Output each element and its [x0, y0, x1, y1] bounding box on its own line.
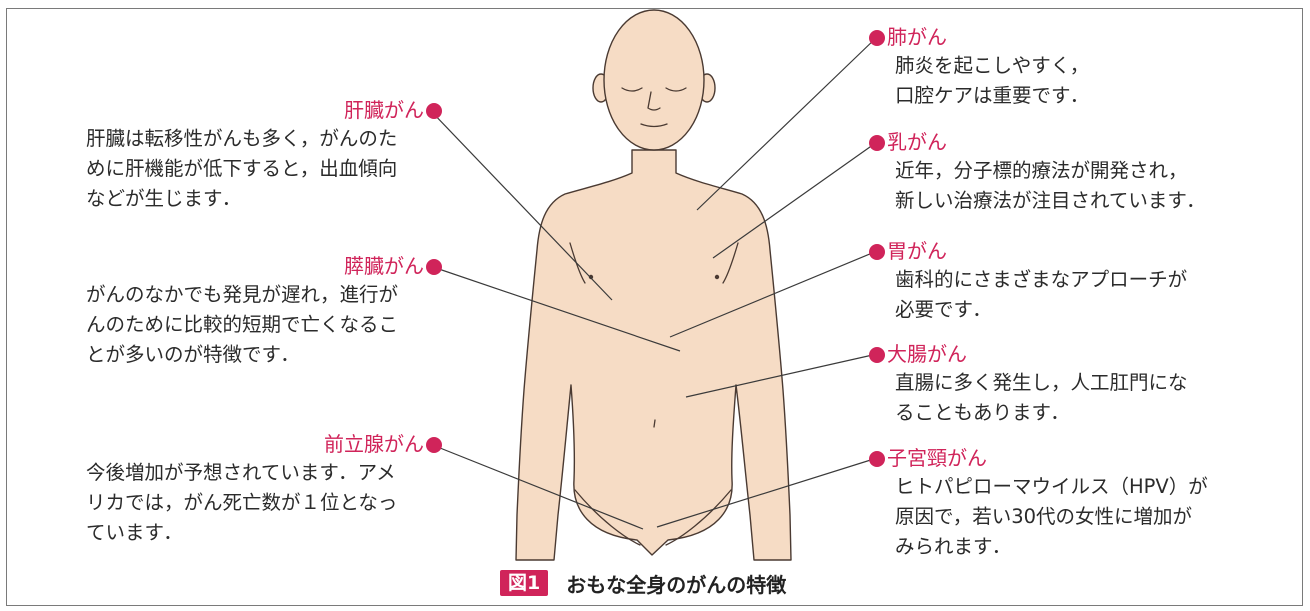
label-title: 大腸がん — [869, 340, 1289, 368]
head — [604, 10, 704, 150]
label-title: 肺がん — [869, 23, 1289, 51]
label-colon: 大腸がん 直腸に多く発生し，人工肛門にな ることもあります． — [869, 340, 1289, 428]
label-title: 胃がん — [869, 237, 1289, 265]
label-prostate: 前立腺がん 今後増加が予想されています．アメ リカでは，がん死亡数が１位となっ … — [86, 430, 442, 548]
label-title: 子宮頸がん — [869, 444, 1289, 472]
figure-title: おもな全身のがんの特徴 — [566, 569, 786, 598]
label-description: 近年，分子標的療法が開発され， 新しい治療法が注目されています． — [869, 156, 1289, 216]
marker-dot — [426, 103, 442, 119]
marker-dot — [426, 437, 442, 453]
marker-dot — [426, 259, 442, 275]
label-title: 乳がん — [869, 128, 1289, 156]
label-description: 歯科的にさまざまなアプローチが 必要です． — [869, 265, 1289, 325]
marker-dot — [869, 30, 885, 46]
label-description: がんのなかでも発見が遅れ，進行が んのために比較的短期で亡くなるこ とが多いのが… — [86, 280, 442, 370]
label-lung: 肺がん 肺炎を起こしやすく， 口腔ケアは重要です． — [869, 23, 1289, 111]
label-cervix: 子宮頸がん ヒトパピローマウイルス（HPV）が 原因で，若い30代の女性に増加が… — [869, 444, 1289, 562]
label-stomach: 胃がん 歯科的にさまざまなアプローチが 必要です． — [869, 237, 1289, 325]
marker-dot — [869, 347, 885, 363]
label-description: 肝臓は転移性がんも多く，がんのた めに肝機能が低下すると，出血傾向 などが生じま… — [86, 124, 442, 214]
label-title: 前立腺がん — [86, 430, 442, 458]
label-description: 今後増加が予想されています．アメ リカでは，がん死亡数が１位となっ ています． — [86, 458, 442, 548]
marker-dot — [869, 135, 885, 151]
label-title: 肝臓がん — [86, 96, 442, 124]
figure-caption: 図1 おもな全身のがんの特徴 — [500, 568, 786, 598]
label-description: ヒトパピローマウイルス（HPV）が 原因で，若い30代の女性に増加が みられます… — [869, 472, 1289, 562]
label-pancreas: 膵臓がん がんのなかでも発見が遅れ，進行が んのために比較的短期で亡くなるこ と… — [86, 252, 442, 370]
right-nipple — [715, 275, 719, 279]
label-liver: 肝臓がん 肝臓は転移性がんも多く，がんのた めに肝機能が低下すると，出血傾向 な… — [86, 96, 442, 214]
label-breast: 乳がん 近年，分子標的療法が開発され， 新しい治療法が注目されています． — [869, 128, 1289, 216]
label-description: 肺炎を起こしやすく， 口腔ケアは重要です． — [869, 51, 1289, 111]
label-title: 膵臓がん — [86, 252, 442, 280]
marker-dot — [869, 451, 885, 467]
label-description: 直腸に多く発生し，人工肛門にな ることもあります． — [869, 368, 1289, 428]
leader-line-lung — [697, 37, 877, 210]
figure-number-badge: 図1 — [500, 570, 548, 596]
marker-dot — [869, 244, 885, 260]
